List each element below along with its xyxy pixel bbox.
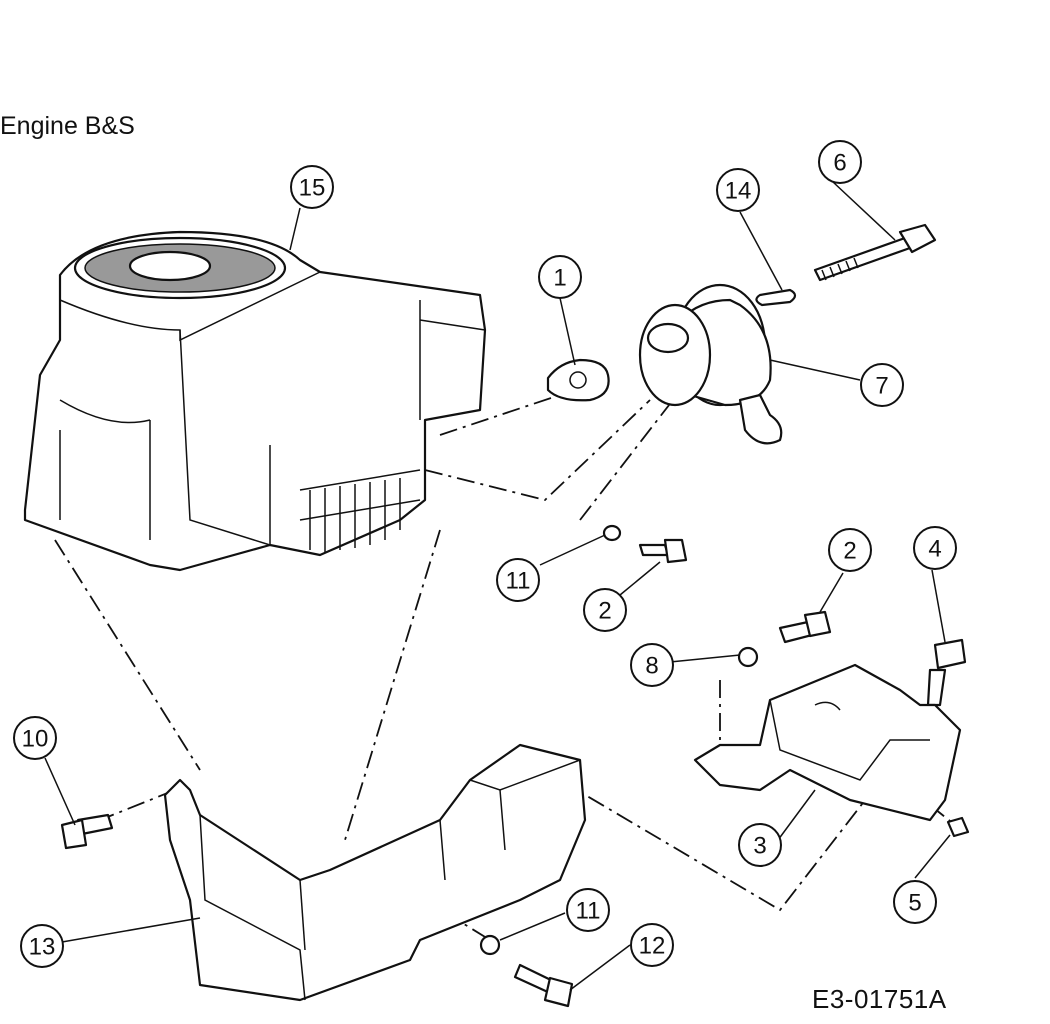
callout-6: 6 — [818, 140, 862, 184]
svg-text:14: 14 — [725, 178, 752, 205]
engine-assembly — [23, 230, 487, 572]
svg-text:5: 5 — [908, 890, 921, 917]
engine-shroud — [163, 743, 587, 1002]
callout-15: 15 — [290, 165, 334, 209]
screw-2-right — [778, 610, 832, 644]
svg-text:13: 13 — [29, 934, 56, 961]
callout-3: 3 — [738, 823, 782, 867]
svg-text:11: 11 — [506, 568, 531, 595]
bolt-10 — [60, 813, 114, 850]
svg-text:8: 8 — [645, 653, 658, 680]
callout-2-right: 2 — [828, 528, 872, 572]
callout-4: 4 — [913, 526, 957, 570]
svg-text:2: 2 — [843, 538, 856, 565]
bolt-4 — [926, 638, 967, 707]
svg-text:15: 15 — [299, 175, 326, 202]
callout-8: 8 — [630, 643, 674, 687]
svg-text:4: 4 — [928, 536, 941, 563]
callout-11-upper: 11 — [496, 558, 540, 602]
callout-11-lower: 11 — [566, 888, 610, 932]
svg-text:7: 7 — [875, 373, 888, 400]
muffler-heat-shield — [693, 663, 962, 822]
washer-11-upper — [602, 524, 622, 542]
svg-text:3: 3 — [753, 833, 766, 860]
star-washer-8 — [737, 646, 759, 668]
svg-text:2: 2 — [598, 598, 611, 625]
screw-2-upper — [638, 538, 688, 564]
svg-text:10: 10 — [22, 726, 49, 753]
svg-text:6: 6 — [833, 150, 846, 177]
callout-10: 10 — [13, 716, 57, 760]
bolt-12 — [513, 963, 574, 1008]
svg-text:12: 12 — [639, 933, 666, 960]
lock-washer-14 — [755, 288, 797, 307]
callout-14: 14 — [716, 168, 760, 212]
callout-2-upper: 2 — [583, 588, 627, 632]
washer-11-lower — [479, 934, 501, 956]
muffler-gasket — [546, 358, 610, 402]
svg-text:11: 11 — [576, 898, 601, 925]
callout-13: 13 — [20, 924, 64, 968]
callout-5: 5 — [893, 880, 937, 924]
callout-7: 7 — [860, 363, 904, 407]
nut-5 — [946, 816, 970, 838]
muffler — [638, 283, 783, 445]
callout-12: 12 — [630, 923, 674, 967]
diagram-title: Engine B&S — [0, 112, 135, 140]
muffler-bolt-6 — [813, 223, 937, 282]
callout-1: 1 — [538, 255, 582, 299]
leader-lines — [44, 181, 951, 991]
svg-text:1: 1 — [553, 265, 566, 292]
drawing-code: E3-01751A — [812, 984, 947, 1014]
